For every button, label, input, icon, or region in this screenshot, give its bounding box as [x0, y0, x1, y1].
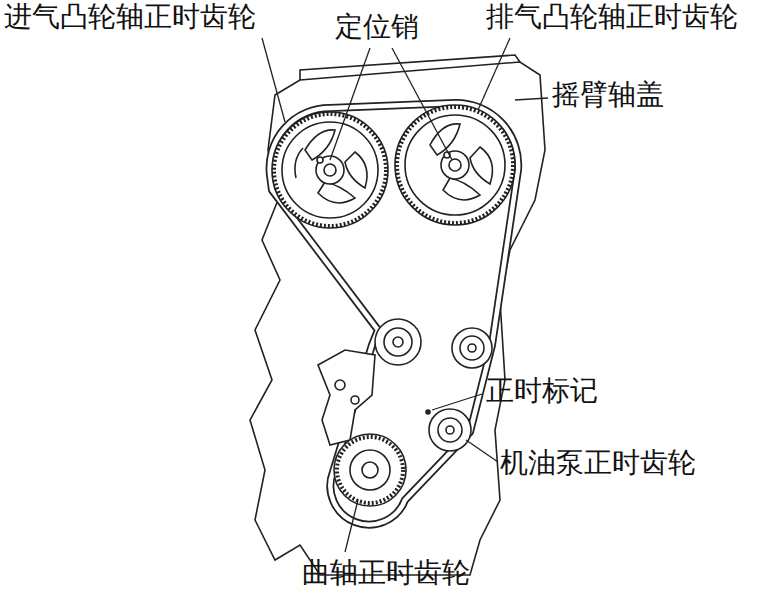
part-label: 摇臂轴盖 [552, 80, 664, 111]
part-label: 机油泵正时齿轮 [500, 448, 696, 479]
part-label: 定位销 [335, 12, 419, 43]
part-label: 进气凸轮轴正时齿轮 [4, 2, 256, 33]
part-label: 正时标记 [486, 376, 598, 407]
part-label: 排气凸轮轴正时齿轮 [486, 2, 738, 33]
part-label: 曲轴正时齿轮 [302, 558, 470, 589]
